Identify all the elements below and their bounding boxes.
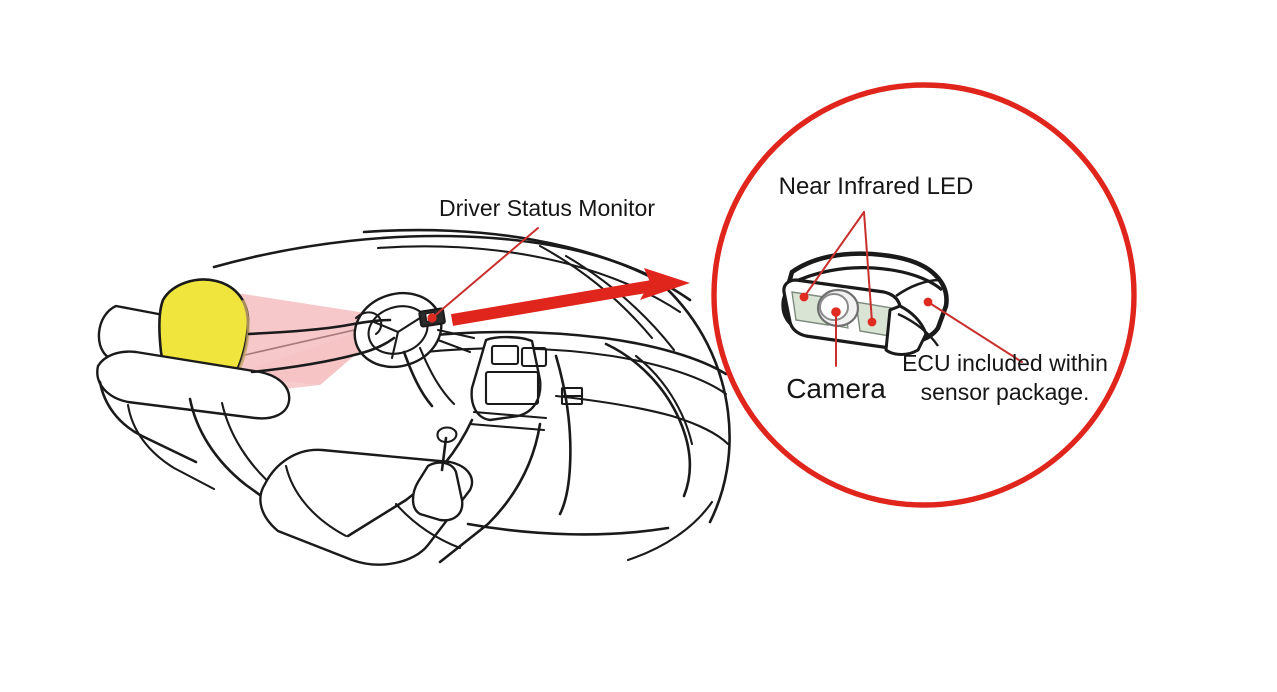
- steering-column-2: [418, 346, 456, 406]
- console-tray: [394, 502, 462, 550]
- seat-back: [96, 350, 291, 420]
- door-sill: [466, 522, 670, 536]
- driver-arm-lower: [250, 336, 396, 374]
- wiper-stalk: [436, 338, 472, 354]
- driver-status-monitor-label: Driver Status Monitor: [439, 195, 655, 221]
- steering-column: [402, 350, 434, 408]
- dash-vent-right: [520, 346, 548, 368]
- ecu-leader-line: [927, 301, 1023, 363]
- seat-bolster: [98, 380, 198, 464]
- steering-group: [247, 291, 476, 408]
- led-leader-right: [863, 211, 873, 323]
- console-divider: [472, 410, 548, 420]
- main-label-leader-dot: [427, 313, 437, 323]
- led-leader-group: [799, 211, 877, 327]
- window-line-1: [538, 244, 654, 340]
- ecu-label-line2: sensor package.: [921, 379, 1090, 405]
- sensor-body-crease: [897, 312, 939, 347]
- callout-circle: [711, 82, 1137, 508]
- sensor-top-crease: [789, 266, 944, 292]
- ecu-leader-dot: [923, 297, 933, 307]
- dash-top-edge: [406, 330, 728, 376]
- main-label-leader-group: [427, 227, 539, 323]
- driver-hand: [354, 311, 383, 336]
- main-label-leader-line: [431, 227, 539, 319]
- camera-leader-dot: [831, 307, 841, 317]
- steering-wheel-rim: [353, 291, 443, 369]
- passenger-airbag-lid: [604, 342, 692, 498]
- sensor-ecu-surface-line: [895, 278, 941, 298]
- body-right-sweep: [662, 284, 731, 524]
- turn-stalk: [436, 328, 476, 340]
- camera-lens-inner: [819, 293, 849, 321]
- shifter-lever: [440, 436, 448, 472]
- callout-arrow-head: [640, 268, 690, 300]
- callout-arrow-group: [450, 268, 690, 326]
- led-leader-left: [803, 211, 865, 298]
- shifter-boot: [411, 461, 464, 522]
- console-tunnel-right: [438, 422, 542, 564]
- center-stack: [470, 335, 542, 422]
- near-infrared-led-label: Near Infrared LED: [779, 173, 974, 200]
- dash-vent-left: [490, 344, 520, 366]
- glovebox-panel: [554, 354, 572, 516]
- dash-face-line: [424, 347, 728, 396]
- led-leader-dot-left: [799, 292, 809, 302]
- window-line-2: [564, 254, 676, 352]
- seat-bolster-2: [126, 403, 216, 491]
- driver-arm: [247, 318, 392, 336]
- sensor-device-group: [781, 251, 949, 356]
- passenger-airbag-lid-2: [634, 354, 694, 446]
- rear-seat-crease: [284, 464, 348, 538]
- camera-label: Camera: [786, 373, 886, 404]
- camera-leader-group: [831, 307, 841, 367]
- sensor-side-body: [884, 304, 928, 356]
- console-divider-2: [468, 422, 546, 432]
- steering-spoke-2: [390, 330, 400, 360]
- seat-cushion-front: [188, 397, 294, 520]
- ecu-leader-group: [923, 297, 1023, 363]
- callout-arrow-shaft: [450, 280, 654, 326]
- head-unit-display: [484, 370, 540, 406]
- glovebox-lower: [554, 394, 730, 446]
- shifter-knob: [436, 426, 458, 444]
- body-bottom-curve: [626, 500, 714, 562]
- dashboard-group: [346, 330, 730, 564]
- ecu-label-line1: ECU included within: [902, 350, 1108, 376]
- led-leader-dot-right: [867, 317, 877, 327]
